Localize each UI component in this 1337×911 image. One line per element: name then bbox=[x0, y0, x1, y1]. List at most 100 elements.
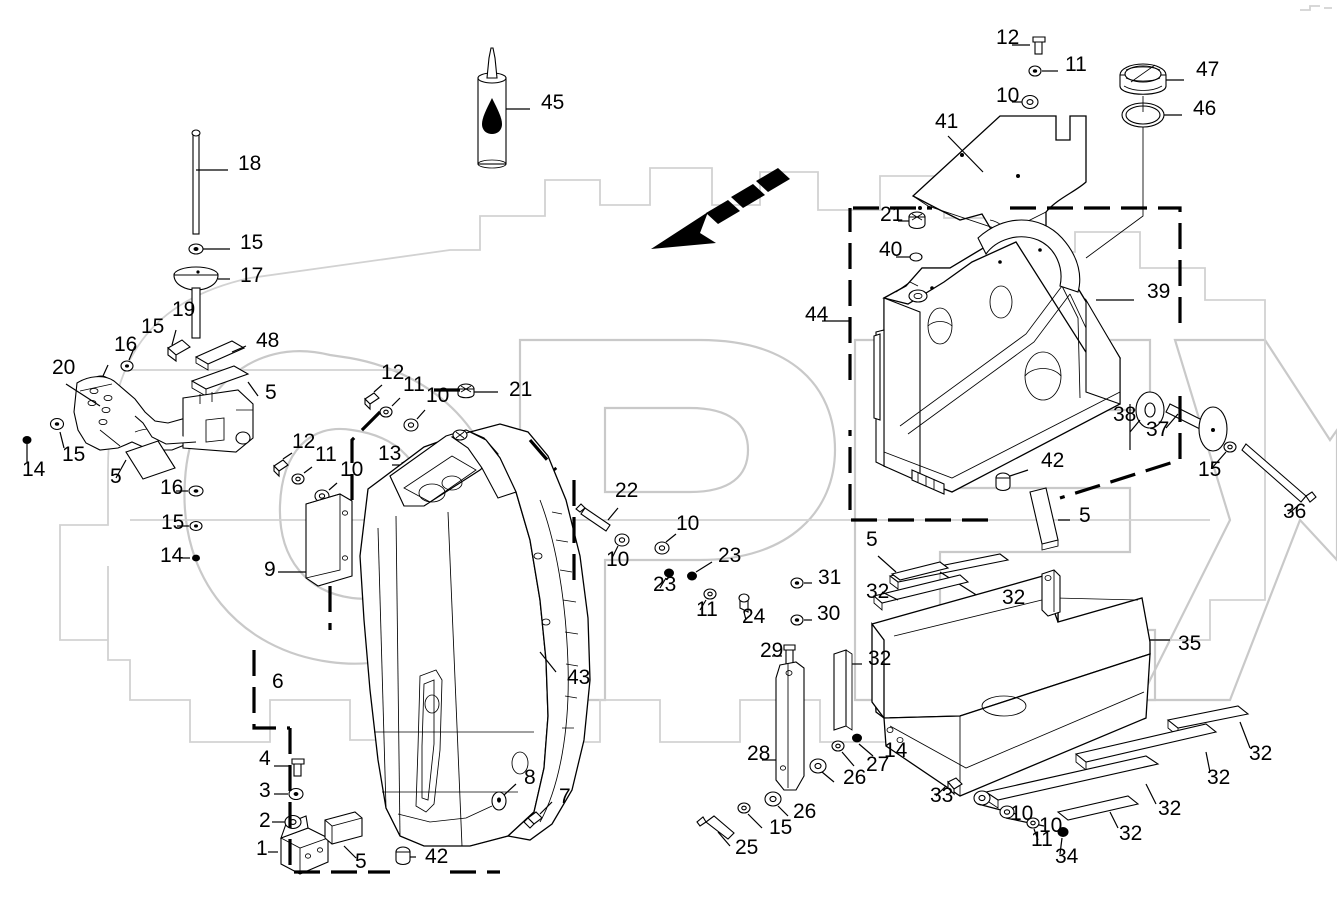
callout-6: 6 bbox=[272, 670, 284, 693]
part-14-nut-lower bbox=[852, 733, 874, 757]
callout-10c: 10 bbox=[606, 548, 629, 571]
part-37-shaft bbox=[1165, 403, 1228, 452]
part-15-washer-mid bbox=[177, 520, 203, 532]
part-32-strip-c bbox=[833, 649, 862, 731]
part-32-strip-e bbox=[1074, 723, 1218, 773]
callout-18: 18 bbox=[238, 152, 261, 175]
part-4-bolt bbox=[274, 758, 305, 777]
callout-38: 38 bbox=[1113, 403, 1136, 426]
callout-26b: 26 bbox=[793, 800, 816, 823]
callout-11c: 11 bbox=[696, 598, 718, 621]
callout-24: 24 bbox=[742, 605, 766, 628]
callout-15f: 15 bbox=[1198, 458, 1221, 481]
callout-12a: 12 bbox=[381, 361, 404, 384]
part-14-screw-mid bbox=[176, 554, 200, 562]
part-10-washer-top bbox=[1012, 94, 1039, 110]
callout-32g: 32 bbox=[1119, 822, 1142, 845]
callout-11b: 11 bbox=[315, 443, 337, 466]
callout-14b: 14 bbox=[160, 544, 184, 567]
callout-35: 35 bbox=[1178, 632, 1201, 655]
callout-7: 7 bbox=[559, 785, 571, 808]
callout-4: 4 bbox=[259, 747, 271, 770]
part-8-washer bbox=[491, 783, 517, 811]
callout-15e: 15 bbox=[769, 816, 792, 839]
part-30-washer bbox=[790, 614, 812, 626]
callout-32c: 32 bbox=[868, 647, 891, 670]
part-15-washer-left2 bbox=[49, 417, 65, 449]
callout-45: 45 bbox=[541, 91, 564, 114]
part-5-pad-a bbox=[190, 365, 259, 397]
part-32-strip-f bbox=[984, 755, 1160, 809]
part-33-bolt bbox=[935, 777, 963, 797]
callout-39: 39 bbox=[1147, 280, 1170, 303]
part-3-washer bbox=[274, 787, 304, 801]
control-valve-body bbox=[134, 389, 254, 453]
part-17-knob bbox=[173, 266, 230, 339]
callout-22: 22 bbox=[615, 479, 638, 502]
callout-23b: 23 bbox=[653, 573, 676, 596]
part-12-bolt-a bbox=[364, 384, 383, 411]
callout-42b: 42 bbox=[1041, 449, 1064, 472]
callout-10a: 10 bbox=[426, 384, 449, 407]
part-39-fuel-tank bbox=[873, 219, 1134, 495]
callout-1: 1 bbox=[256, 837, 268, 860]
callout-5d: 5 bbox=[1079, 504, 1091, 527]
callout-15a: 15 bbox=[240, 231, 263, 254]
callout-37: 37 bbox=[1146, 418, 1169, 441]
part-26-washer-a bbox=[809, 758, 835, 783]
part-38-washer bbox=[1129, 391, 1165, 450]
part-28-bracket bbox=[762, 661, 805, 791]
part-26-washer-b bbox=[764, 791, 789, 817]
part-36-rod bbox=[1241, 443, 1317, 515]
callout-33: 33 bbox=[930, 784, 953, 807]
part-11-washer-b bbox=[291, 466, 313, 485]
part-21-grommet-left bbox=[457, 383, 498, 399]
part-15-washer-top bbox=[188, 243, 230, 255]
callout-21a: 21 bbox=[509, 378, 532, 401]
callout-42a: 42 bbox=[425, 845, 448, 868]
callout-15d: 15 bbox=[161, 511, 184, 534]
part-21-grommet-right bbox=[898, 211, 926, 230]
callout-40: 40 bbox=[879, 238, 902, 261]
part-6-fender bbox=[359, 423, 591, 847]
callout-20: 20 bbox=[52, 356, 75, 379]
callout-10b: 10 bbox=[340, 458, 363, 481]
part-22-bolt bbox=[575, 503, 619, 532]
callout-21b: 21 bbox=[880, 203, 903, 226]
callout-11a: 11 bbox=[403, 373, 425, 396]
callout-14c: 14 bbox=[884, 739, 908, 762]
part-9-plate bbox=[278, 493, 353, 587]
part-5-pad-d bbox=[1029, 487, 1070, 551]
callout-23a: 23 bbox=[718, 544, 741, 567]
part-42-plug-left bbox=[395, 846, 416, 866]
callout-12b: 12 bbox=[292, 430, 315, 453]
part-5-pad-b bbox=[115, 440, 176, 480]
part-10-washer-a bbox=[403, 409, 426, 432]
callout-28: 28 bbox=[747, 742, 770, 765]
part-40-pin bbox=[896, 252, 923, 262]
callout-15b: 15 bbox=[141, 315, 164, 338]
callout-16a: 16 bbox=[114, 333, 137, 356]
part-5-pad-c bbox=[877, 555, 950, 581]
group-box-43-fender bbox=[252, 388, 576, 874]
part-11-washer-d bbox=[1026, 817, 1040, 841]
callout-32f: 32 bbox=[1158, 797, 1181, 820]
part-16-washer-mid bbox=[176, 485, 204, 497]
part-24-bush bbox=[738, 593, 750, 621]
part-15-washer-lower bbox=[737, 802, 763, 829]
callout-32d: 32 bbox=[1249, 742, 1272, 765]
callout-32a: 32 bbox=[866, 580, 889, 603]
callout-44: 44 bbox=[805, 303, 829, 326]
callout-47: 47 bbox=[1196, 58, 1219, 81]
part-5-pad-e bbox=[324, 811, 363, 859]
callout-5c: 5 bbox=[355, 850, 367, 873]
part-31-washer bbox=[790, 577, 812, 589]
callout-5e: 5 bbox=[866, 528, 878, 551]
callout-25: 25 bbox=[735, 836, 758, 859]
part-47-filler-cap bbox=[1119, 63, 1184, 95]
part-14-screw-left bbox=[22, 436, 32, 462]
callout-9: 9 bbox=[264, 558, 276, 581]
callout-32e: 32 bbox=[1207, 766, 1230, 789]
